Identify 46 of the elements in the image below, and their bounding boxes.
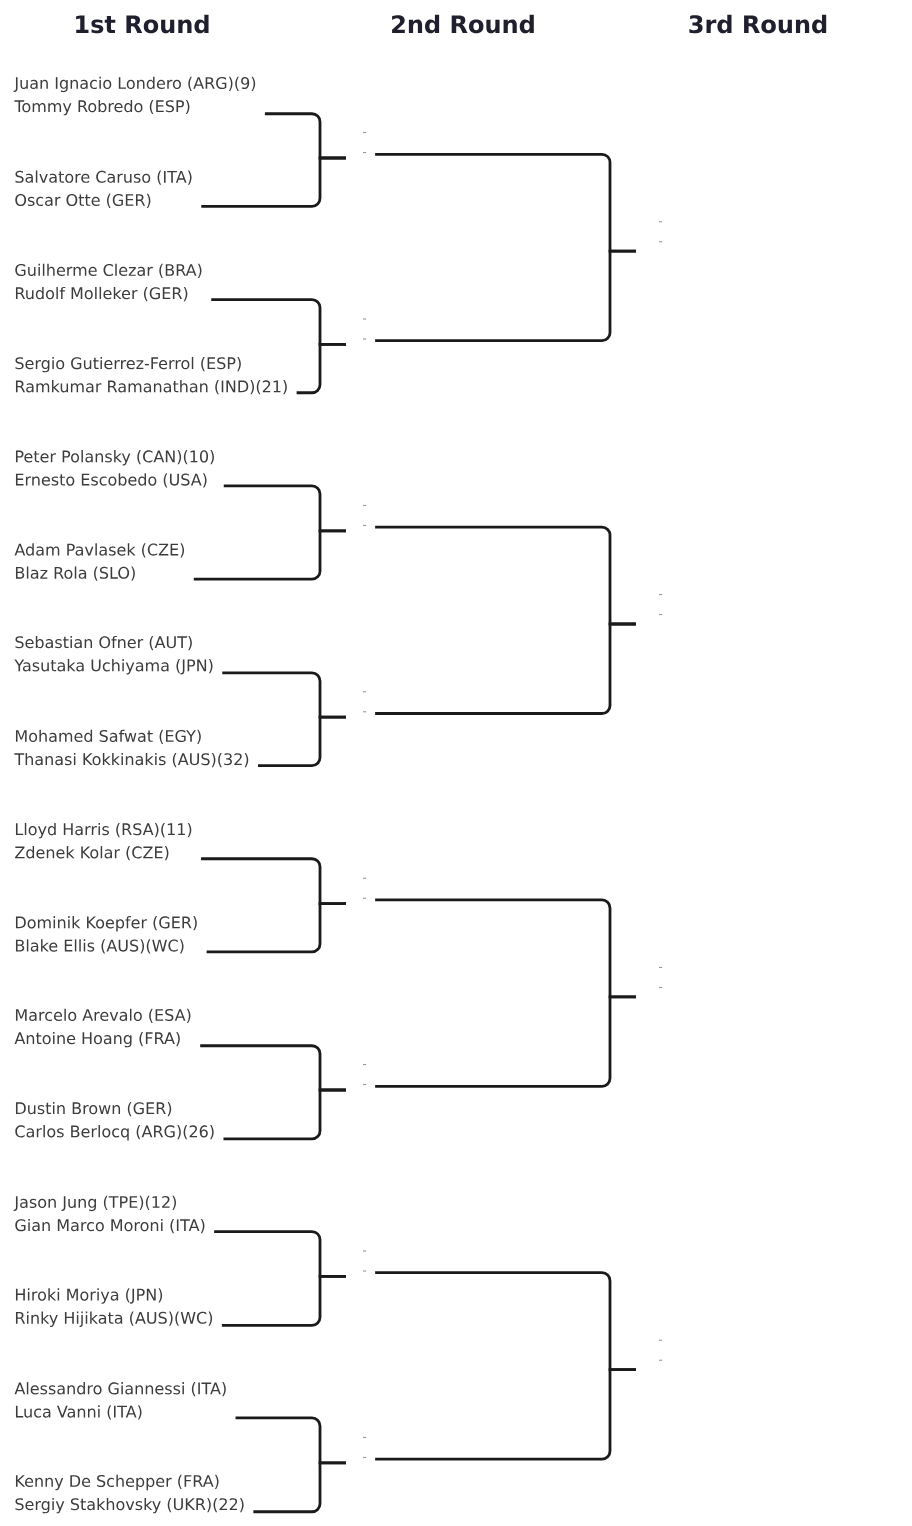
player-name: Alessandro Giannessi (ITA): [14, 1382, 226, 1397]
player-name: Adam Pavlasek (CZE): [14, 543, 185, 558]
player-name: Sebastian Ofner (AUT): [15, 635, 192, 651]
player-name: Jason Jung (TPE)(12): [13, 1195, 176, 1212]
player-name: Yasutaka Uchiyama (JPN): [14, 659, 213, 675]
bracket-line: [221, 1275, 346, 1327]
player-name: Blaz Rola (SLO): [15, 566, 135, 581]
player-name: Luca Vanni (ITA): [15, 1405, 142, 1420]
bracket-line: [258, 715, 346, 767]
player-name: Dominik Koepfer (GER): [15, 916, 197, 932]
player-name: Peter Polansky (CAN)(10): [15, 450, 214, 466]
player-name: Salvatore Caruso (ITA): [15, 170, 192, 185]
column-heading: 1st Round: [76, 14, 209, 34]
bracket-line: [375, 622, 636, 715]
player-name: Rudolf Molleker (GER): [15, 286, 188, 302]
player-name: Dustin Brown (GER): [15, 1101, 172, 1117]
bracket-line: [375, 249, 636, 343]
player-name: Carlos Berlocq (ARG)(26): [15, 1125, 214, 1141]
bracket-line: [206, 902, 346, 954]
bracket-line: [375, 995, 636, 1088]
player-name: Gian Marco Moroni (ITA): [15, 1218, 205, 1234]
player-name: Lloyd Harris (RSA)(11): [15, 822, 192, 839]
player-name: Oscar Otte (GER): [15, 193, 151, 208]
bracket-line: [253, 1461, 346, 1514]
player-name: Juan Ignacio Londero (ARG)(9): [13, 76, 256, 93]
player-name: Thanasi Kokkinakis (AUS)(32): [14, 752, 249, 768]
player-name: Ernesto Escobedo (USA): [15, 473, 207, 488]
player-name: Ramkumar Ramanathan (IND)(21): [15, 380, 287, 395]
player-name: Antoine Hoang (FRA): [14, 1031, 180, 1048]
player-name: Mohamed Safwat (EGY): [15, 729, 201, 744]
bracket-line: [201, 156, 346, 208]
player-name: Guilherme Clezar (BRA): [15, 263, 202, 278]
bracket-line: [193, 529, 346, 581]
column-heading: 2nd Round: [392, 14, 534, 34]
player-name: Sergiy Stakhovsky (UKR)(22): [15, 1497, 244, 1514]
player-name: Sergio Gutierrez-Ferrol (ESP): [15, 356, 241, 373]
player-name: Blake Ellis (AUS)(WC): [15, 939, 184, 954]
player-name: Rinky Hijikata (AUS)(WC): [15, 1311, 213, 1327]
player-name: Tommy Robredo (ESP): [14, 99, 190, 116]
player-name: Kenny De Schepper (FRA): [15, 1474, 219, 1491]
player-name: Zdenek Kolar (CZE): [15, 846, 169, 861]
player-name: Hiroki Moriya (JPN): [15, 1288, 163, 1304]
bracket-line: [375, 1368, 636, 1461]
player-name: Marcelo Arevalo (ESA): [15, 1008, 191, 1023]
column-heading: 3rd Round: [689, 14, 827, 34]
bracket-line: [223, 1088, 346, 1141]
